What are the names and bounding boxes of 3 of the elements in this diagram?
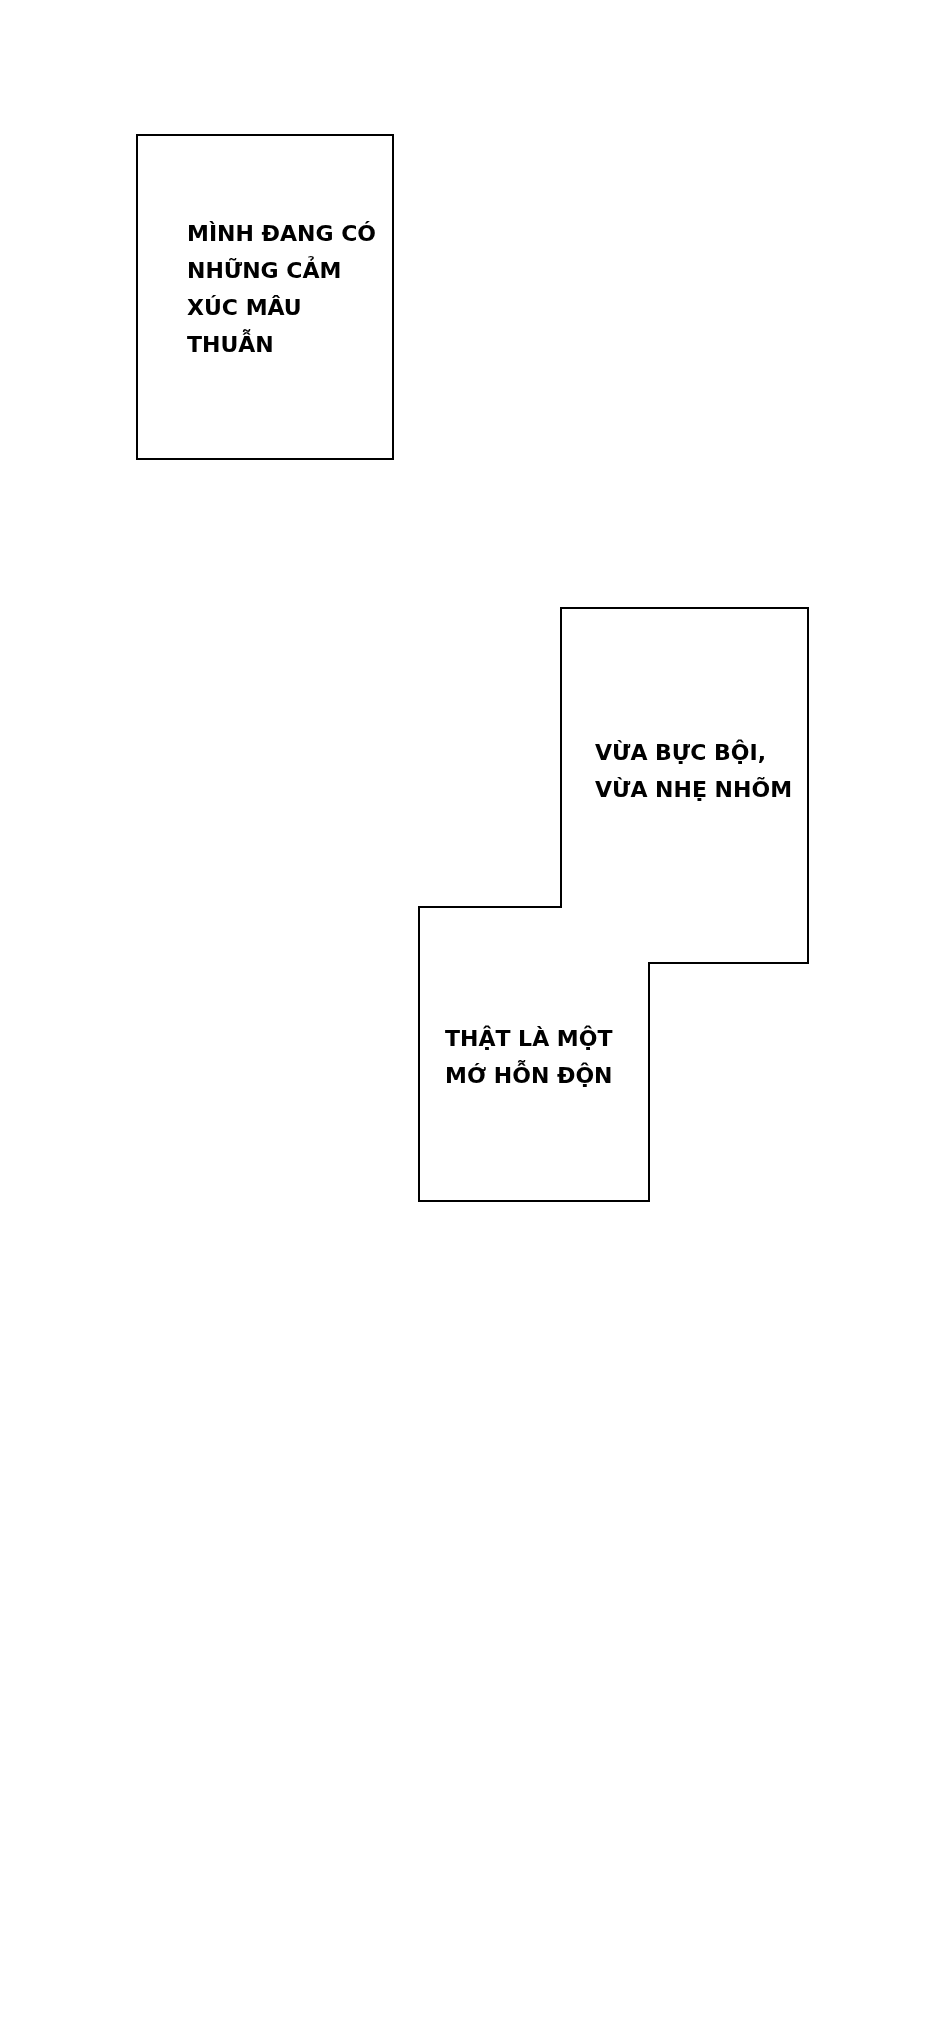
speech-text: MÌNH ĐANG CÓ NHỮNG CẢM XÚC MÂU THUẪN <box>187 220 377 359</box>
speech-text: THẬT LÀ MỘT MỚ HỖN ĐỘN <box>445 1024 614 1090</box>
speech-text: VỪA BỰC BỘI, VỪA NHẸ NHÕM <box>595 738 794 804</box>
